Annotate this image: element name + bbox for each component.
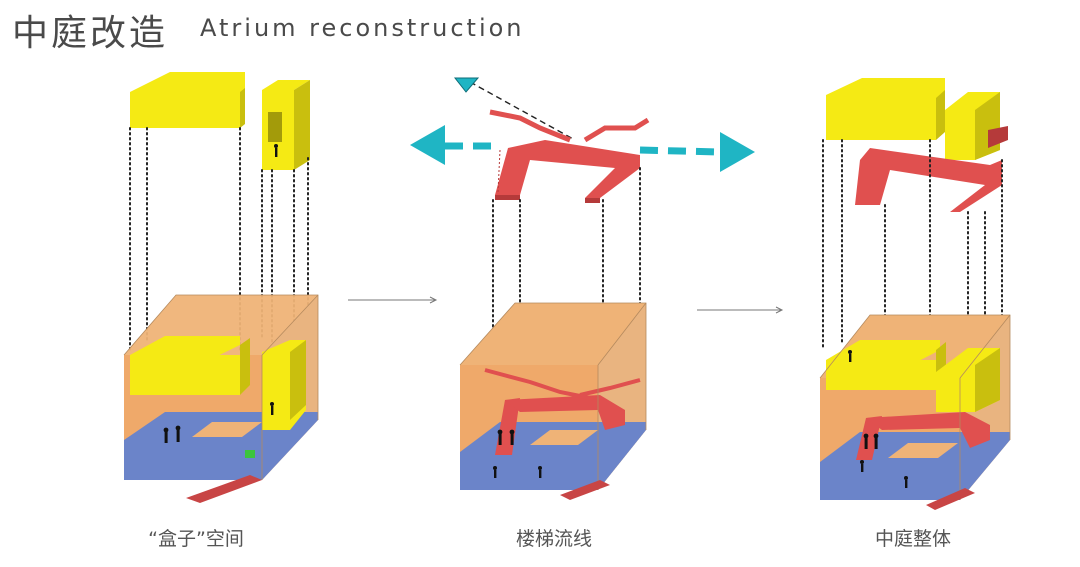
flow-arrow-2 xyxy=(697,306,784,314)
floating-yellow-box-right xyxy=(262,80,310,170)
flow-arrow-1 xyxy=(348,296,438,304)
volume-3 xyxy=(819,314,1011,500)
volume-1 xyxy=(123,294,319,480)
caption-box-space: “盒子”空间 xyxy=(148,528,244,550)
floating-stair-structure xyxy=(489,109,650,203)
floating-yellow-box-left xyxy=(130,72,245,128)
floating-yellow-combined xyxy=(826,78,1008,212)
person-figure-icon xyxy=(163,144,278,443)
panel-box-space xyxy=(123,72,319,503)
page-subtitle: Atrium reconstruction xyxy=(200,14,525,42)
stair-landing-1 xyxy=(186,475,262,503)
volume-2 xyxy=(459,302,647,490)
panel-atrium-whole xyxy=(819,78,1011,510)
sight-arrow-icon xyxy=(453,77,576,141)
caption-atrium-whole: 中庭整体 xyxy=(874,528,951,550)
caption-stair-flow: 楼梯流线 xyxy=(515,528,592,550)
person-figure-icon xyxy=(493,429,542,478)
panel-stair-flow xyxy=(410,77,755,500)
page-title: 中庭改造 xyxy=(12,13,169,54)
person-figure-icon xyxy=(848,350,908,488)
double-headed-arrow-icon xyxy=(410,125,755,172)
stair-landing-2 xyxy=(560,480,610,500)
stair-landing-3 xyxy=(926,488,975,510)
